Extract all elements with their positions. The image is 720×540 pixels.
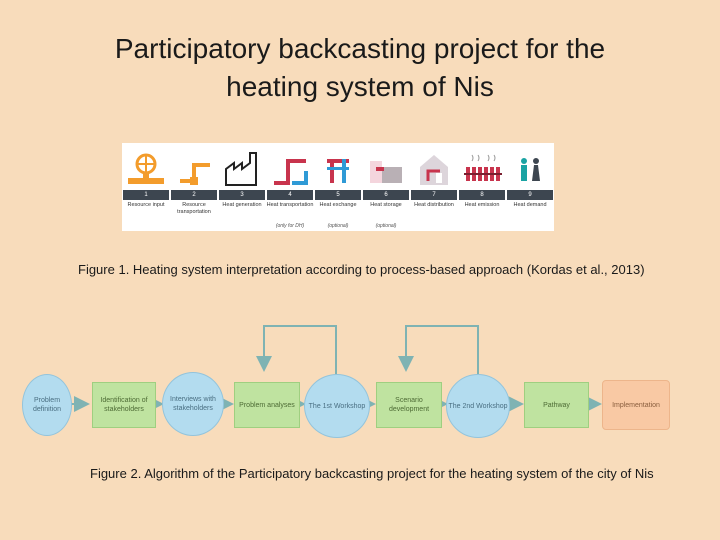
step-heat-distribution: 7 Heat distribution [410,143,458,231]
step-heat-storage: 6 Heat storage (optional) [362,143,410,231]
step-number: 2 [171,190,217,200]
slide-title-line-1: Participatory backcasting project for th… [114,33,606,64]
step-number: 8 [459,190,505,200]
flow-node-pathway: Pathway [524,382,589,428]
step-note: (only for DH) [275,223,305,229]
step-label: Resource transportation [177,202,211,215]
step-heat-transportation: 4 Heat transportation (only for DH) [266,143,314,231]
valve-icon [122,147,170,189]
step-label: Heat exchange [319,202,357,208]
step-number: 9 [507,190,553,200]
flow-node-problem-analyses: Problem analyses [234,382,300,428]
factory-icon [218,147,266,189]
radiator-icon [458,147,506,189]
flow-node-identification-of-stakeholders: Identification of stakeholders [92,382,156,428]
step-note: (optional) [327,223,349,229]
flow-node-second-workshop: The 2nd Workshop [446,374,510,438]
heat-exchanger-icon [314,147,362,189]
step-number: 3 [219,190,265,200]
flow-node-implementation: Implementation [602,380,670,430]
step-label: Resource input [127,202,165,208]
house-icon [410,147,458,189]
pipe-icon [266,147,314,189]
step-note: (optional) [375,223,397,229]
step-heat-exchange: 5 Heat exchange (optional) [314,143,362,231]
flow-node-interviews-with-stakeholders: Interviews with stakeholders [162,372,224,436]
step-heat-generation: 3 Heat generation [218,143,266,231]
figure-1-caption: Figure 1. Heating system interpretation … [78,262,645,277]
figure-2-caption: Figure 2. Algorithm of the Participatory… [90,466,654,481]
step-label: Heat distribution [414,202,454,208]
pipe-icon [170,147,218,189]
people-icon [506,147,554,189]
flow-node-problem-definition: Problem definition [22,374,72,436]
step-number: 5 [315,190,361,200]
flow-node-scenario-development: Scenario development [376,382,442,428]
step-label: Heat transportation [266,202,314,208]
step-label: Heat storage [370,202,402,208]
step-heat-demand: 9 Heat demand [506,143,554,231]
step-number: 6 [363,190,409,200]
step-number: 1 [123,190,169,200]
step-label: Heat emission [464,202,500,208]
storage-tank-icon [362,147,410,189]
slide-title: Participatory backcasting project for th… [0,30,720,106]
slide-title-line-2: heating system of Nis [226,71,494,102]
heating-system-figure: 1 Resource input 2 Resource transportati… [122,143,554,231]
step-resource-input: 1 Resource input [122,143,170,231]
step-number: 7 [411,190,457,200]
step-heat-emission: 8 Heat emission [458,143,506,231]
step-number: 4 [267,190,313,200]
algorithm-flow-diagram: Problem definition Identification of sta… [0,320,720,450]
step-resource-transportation: 2 Resource transportation [170,143,218,231]
step-label: Heat demand [513,202,547,208]
step-label: Heat generation [222,202,262,208]
flow-node-first-workshop: The 1st Workshop [304,374,370,438]
